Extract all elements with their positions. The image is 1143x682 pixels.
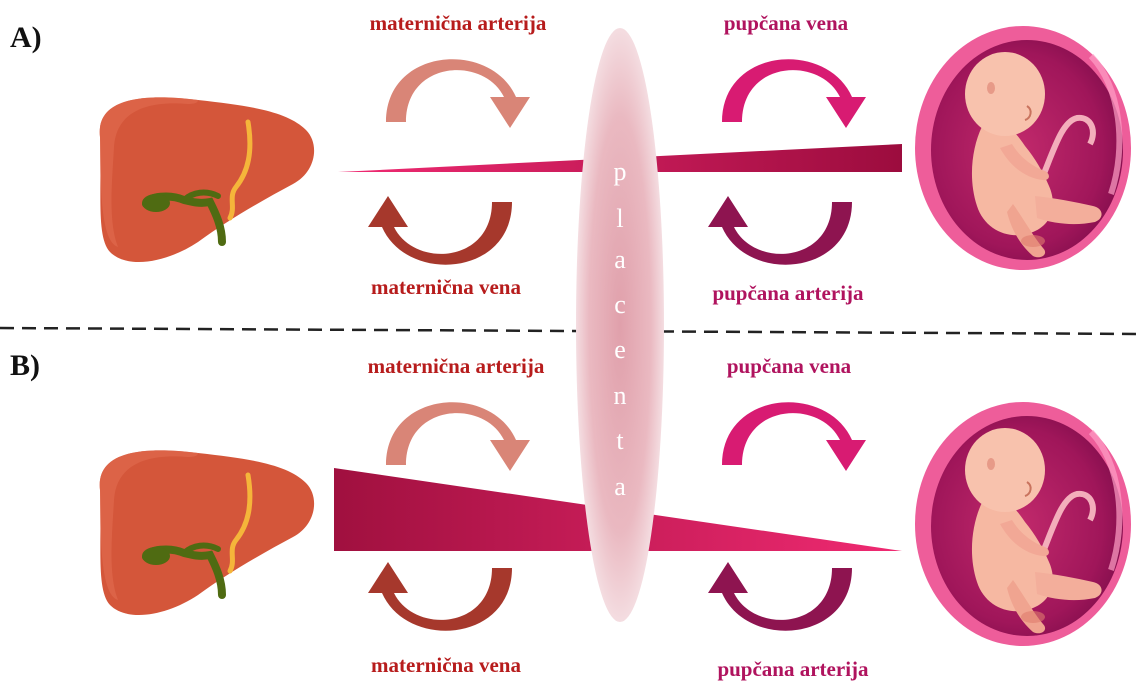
placenta-letter-2: l xyxy=(616,204,623,233)
maternal-artery-arrow-b xyxy=(386,402,530,471)
placenta-letter-4: c xyxy=(614,290,626,319)
placenta-letter-8: a xyxy=(614,472,626,501)
liver-a xyxy=(100,97,314,262)
maternal-vein-label-b: maternična vena xyxy=(371,653,521,677)
panel-a-label: A) xyxy=(10,21,42,54)
placenta-letter-7: t xyxy=(616,426,624,455)
maternal-artery-arrow-a xyxy=(386,59,530,128)
placenta-letter-3: a xyxy=(614,245,626,274)
umbilical-vein-label-b: pupčana vena xyxy=(727,354,852,378)
maternal-vein-arrow-a xyxy=(368,196,512,265)
maternal-artery-label-a: maternična arterija xyxy=(370,11,547,35)
panel-separator xyxy=(0,328,1143,334)
fetus-in-uterus-b xyxy=(915,402,1131,646)
umbilical-vein-arrow-b xyxy=(722,402,866,471)
umbilical-artery-arrow-a xyxy=(708,196,852,265)
maternal-vein-arrow-b xyxy=(368,562,512,631)
umbilical-artery-label-a: pupčana arterija xyxy=(712,281,864,305)
placenta-letter-5: e xyxy=(614,335,626,364)
placenta: p l a c e n t a xyxy=(576,28,664,622)
placenta-letter-1: p xyxy=(614,157,627,186)
umbilical-artery-label-b: pupčana arterija xyxy=(717,657,869,681)
umbilical-artery-arrow-b xyxy=(708,562,852,631)
panel-a: A) maternična arterija maternična vena p… xyxy=(10,11,1131,305)
umbilical-vein-arrow-a xyxy=(722,59,866,128)
placenta-letter-6: n xyxy=(614,381,627,410)
placenta-shape xyxy=(576,28,664,622)
panel-b: B) maternična arterija maternična vena p… xyxy=(10,349,1131,681)
maternal-artery-label-b: maternična arterija xyxy=(368,354,545,378)
maternal-vein-label-a: maternična vena xyxy=(371,275,521,299)
umbilical-vein-label-a: pupčana vena xyxy=(724,11,849,35)
panel-b-label: B) xyxy=(10,349,40,382)
liver-b xyxy=(100,450,314,615)
fetus-in-uterus-a xyxy=(915,26,1131,270)
